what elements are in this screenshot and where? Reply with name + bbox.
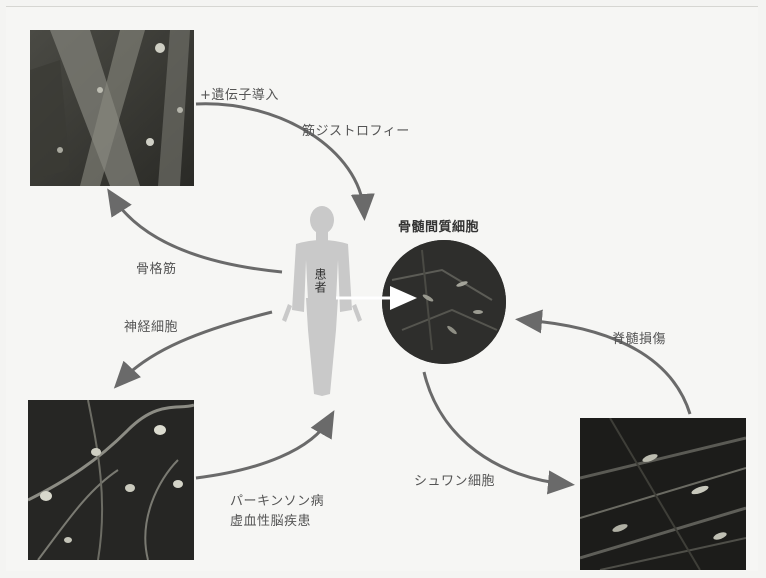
label-bone-marrow-stromal: 骨髄間質細胞 <box>398 216 479 235</box>
label-muscular-dystrophy: 筋ジストロフィー <box>302 120 410 139</box>
arrow-stromal-to-schwann <box>424 372 566 484</box>
label-skeletal-muscle: 骨格筋 <box>136 258 177 277</box>
label-nerve-cells: 神経細胞 <box>124 316 178 335</box>
label-parkinsons: パーキンソン病 <box>230 490 324 509</box>
arrow-nerve-to-patient <box>196 418 330 478</box>
label-spinal-injury: 脊髄損傷 <box>612 328 666 347</box>
label-schwann-cells: シュワン細胞 <box>414 470 495 489</box>
label-patient: 患者 <box>312 268 329 294</box>
label-gene-transfer: +遺伝子導入 <box>200 84 279 103</box>
label-ischemic: 虚血性脳疾患 <box>230 510 311 529</box>
